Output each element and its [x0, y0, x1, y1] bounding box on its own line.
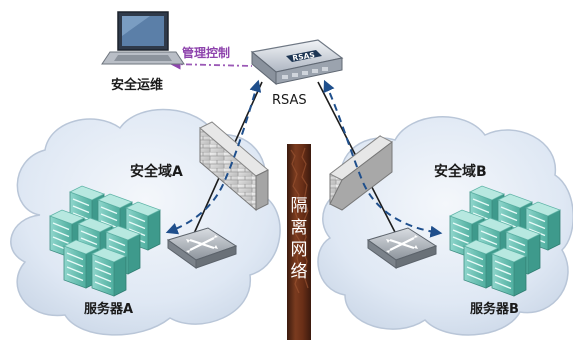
server-group-b [448, 185, 562, 297]
isolation-char: 网 [290, 240, 308, 260]
management-link [169, 58, 253, 70]
switch-icon [366, 227, 438, 269]
switch-icon [166, 227, 238, 269]
isolation-network-bar [287, 144, 311, 340]
isolation-char: 络 [290, 262, 308, 282]
server-icon [90, 247, 128, 297]
rsas-label: RSAS [272, 93, 307, 108]
server-group-a [48, 185, 162, 297]
isolation-char: 隔 [290, 196, 308, 216]
scan-path-to-zone-a [165, 79, 262, 235]
rsas-appliance-icon: RSAS [250, 39, 344, 86]
server-icon [490, 247, 528, 297]
zone-b-label: 安全域B [434, 164, 487, 180]
management-label: 管理控制 [182, 46, 231, 60]
isolation-label: 隔 离 网 络 [289, 195, 309, 283]
scan-path-to-zone-b [323, 79, 443, 238]
rsas-device-text: RSAS [292, 50, 316, 62]
zone-a-label: 安全域A [130, 164, 183, 180]
isolation-char: 离 [290, 218, 308, 238]
laptop-icon [101, 11, 185, 65]
servers-a-label: 服务器A [84, 302, 134, 317]
servers-b-label: 服务器B [470, 302, 519, 317]
laptop-label: 安全运维 [111, 78, 164, 93]
